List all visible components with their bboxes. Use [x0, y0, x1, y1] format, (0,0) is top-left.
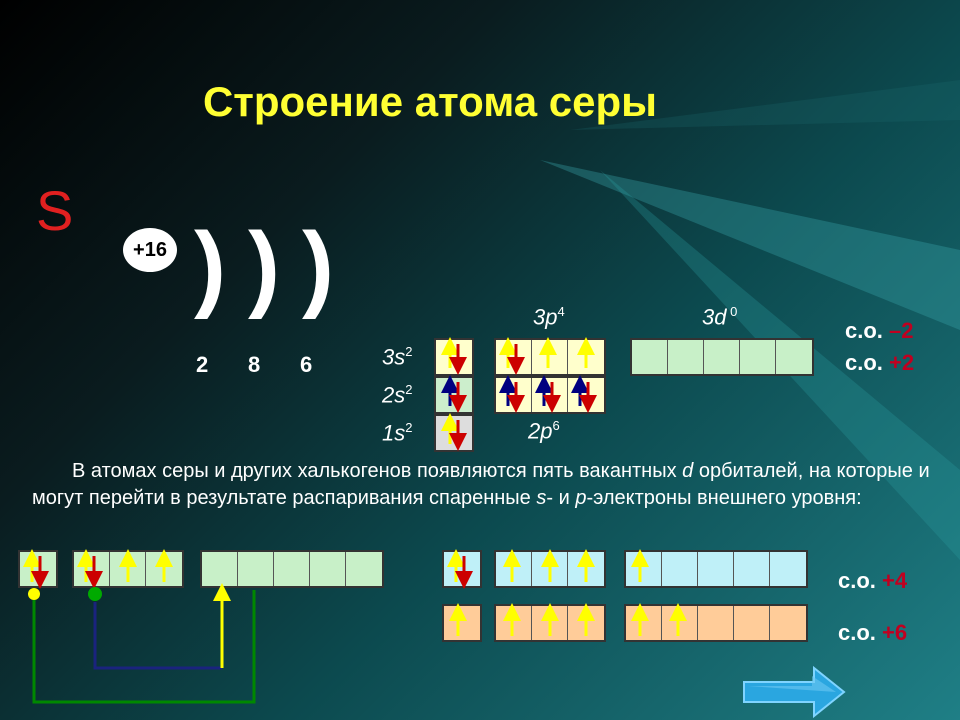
level-2p: 2p6: [528, 418, 560, 444]
oxidation-state-plus2: с.о. +2: [845, 350, 915, 375]
slide-title: Строение атома серы: [202, 78, 658, 125]
electron-shell-1: ): [194, 213, 226, 320]
next-arrow-icon: [743, 665, 846, 719]
orbital-cell: [668, 340, 704, 374]
level-3d: 3d 0: [702, 304, 738, 330]
orbital-cell: [698, 606, 734, 640]
orbital-cell: [202, 552, 238, 586]
shell-count-1: 2: [196, 352, 209, 377]
orbital-cell: [238, 552, 274, 586]
orbital-cell: [698, 552, 734, 586]
oxidation-state-minus2: с.о. –2: [845, 318, 914, 343]
orbital-cell: [662, 552, 698, 586]
electron-shell-2: ): [248, 213, 280, 320]
orbital-cell: [632, 340, 668, 374]
orbital-cell: [734, 606, 770, 640]
level-3p: 3p4: [533, 304, 565, 330]
orbital-cell: [740, 340, 776, 374]
orbital-cell: [310, 552, 346, 586]
element-symbol: S: [36, 179, 74, 242]
next-slide-button[interactable]: [740, 664, 850, 720]
bottom-orbital-d: [200, 550, 384, 588]
level-1s: 1s2: [382, 420, 413, 446]
electron-transition-connectors: [28, 583, 256, 704]
orbital-cell: [770, 552, 806, 586]
oxidation-state-plus6: с.о. +6: [838, 620, 908, 645]
orbital-cell: [776, 340, 812, 374]
orbital-3d: [630, 338, 814, 376]
shell-count-2: 8: [248, 352, 261, 377]
level-3s: 3s2: [382, 344, 413, 370]
electron-shell-3: ): [302, 213, 334, 320]
oxidation-state-plus4: с.о. +4: [838, 568, 908, 593]
orbital-cell: [704, 340, 740, 374]
orbital-cell: [274, 552, 310, 586]
explanation-paragraph: В атомах серы и других халькогенов появл…: [32, 460, 930, 509]
orbital-cell: [770, 606, 806, 640]
orbital-cell: [346, 552, 382, 586]
nucleus: +16: [123, 228, 177, 272]
orbital-cell: [734, 552, 770, 586]
shell-count-3: 6: [300, 352, 313, 377]
level-2s: 2s2: [382, 382, 413, 408]
plus4-orbital-d: [624, 550, 808, 588]
